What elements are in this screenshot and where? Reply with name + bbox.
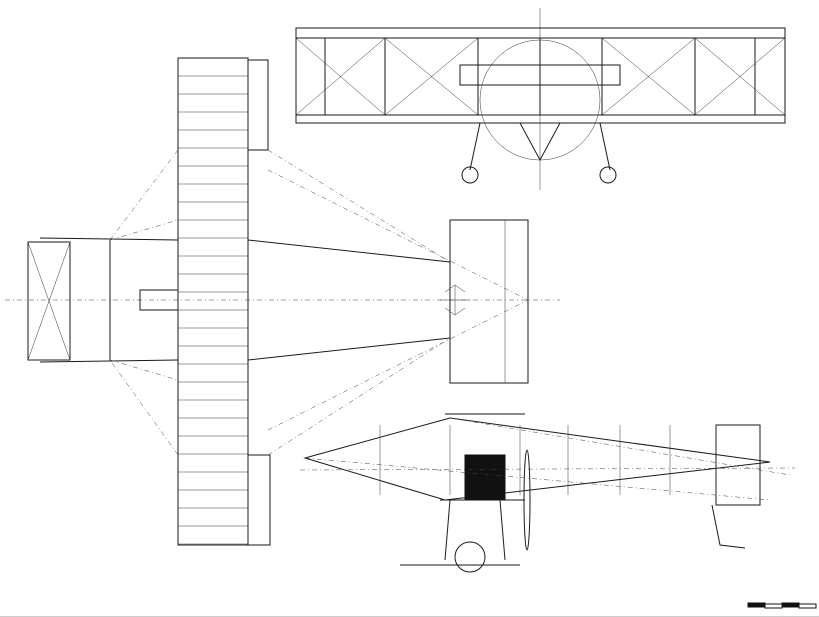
scale-segment [781, 602, 800, 608]
front-lower-wing [295, 114, 786, 124]
front-upper-wing [295, 27, 786, 39]
propeller-disc [479, 39, 601, 161]
aileron-left [247, 59, 269, 151]
tail-boom-upper [39, 237, 179, 241]
side-view [299, 413, 796, 573]
bracing-wire [295, 37, 386, 116]
scale-bar [747, 602, 817, 609]
tail-boom-lower [39, 359, 179, 363]
scale-segment [747, 602, 766, 608]
scale-segment [764, 603, 783, 609]
engine-mount [139, 289, 179, 311]
bracing-wire [384, 37, 479, 116]
propeller [523, 449, 531, 551]
wing-ribs [178, 58, 249, 545]
aileron-right [247, 454, 271, 546]
bracing-wire [601, 37, 696, 116]
interplane-struts [295, 37, 786, 116]
tailplane [27, 241, 71, 361]
front-fuselage-frame [459, 64, 621, 86]
landing-wheel [454, 541, 486, 573]
forward-booms [247, 239, 451, 361]
engine [464, 454, 506, 501]
side-rudder [715, 424, 761, 506]
front-wheel-right [599, 166, 617, 184]
bracing-wire [694, 37, 786, 116]
front-wheel-left [461, 166, 479, 184]
fuselage-bays [379, 425, 717, 495]
front-view [295, 8, 786, 190]
scale-segment [798, 603, 817, 609]
plan-view [5, 57, 560, 546]
side-fuselage [303, 417, 771, 501]
front-elevator [449, 219, 529, 384]
